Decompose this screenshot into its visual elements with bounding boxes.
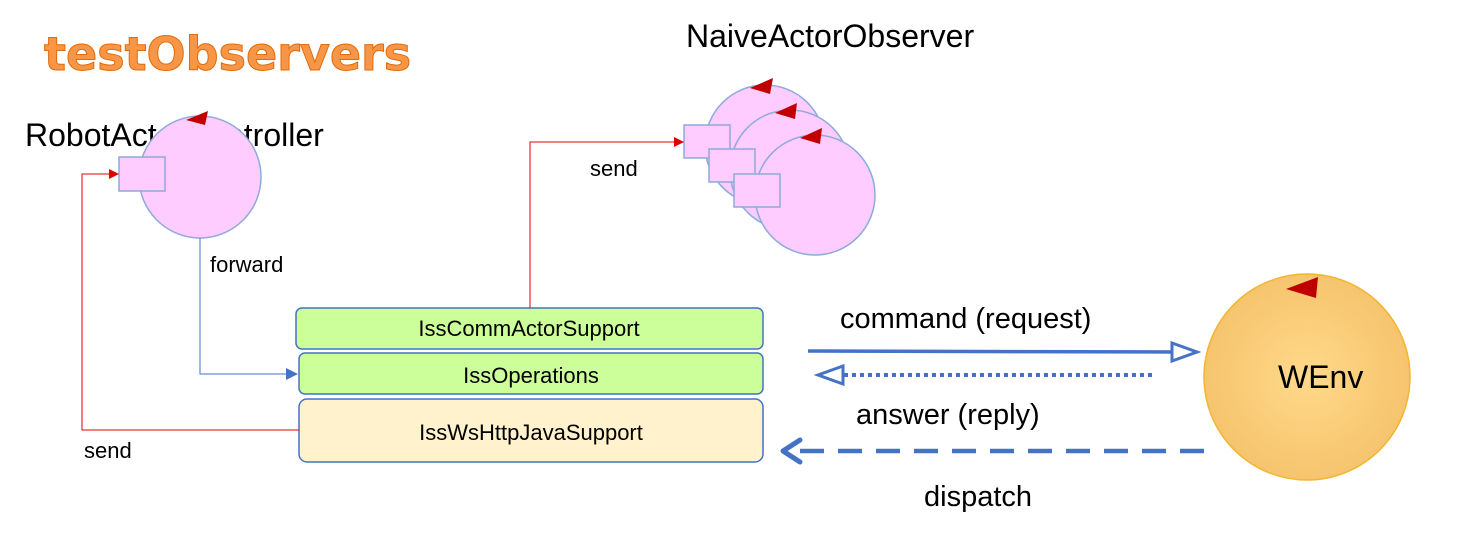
send-controller-wire bbox=[81, 169, 299, 431]
dispatch-label: dispatch bbox=[924, 481, 1032, 513]
send-controller-label: send bbox=[84, 438, 132, 463]
forward-wire bbox=[199, 238, 298, 380]
layer-iss-operations-label: IssOperations bbox=[463, 363, 599, 388]
wenv-actor bbox=[1203, 273, 1411, 481]
observer-actors bbox=[683, 78, 876, 256]
observer-token-icon bbox=[775, 103, 797, 119]
command-arrow bbox=[807, 349, 1177, 354]
controller-actor bbox=[118, 111, 262, 239]
command-label: command (request) bbox=[840, 303, 1091, 335]
layer-iss-comm-actor-support-label: IssCommActorSupport bbox=[418, 316, 639, 341]
observer-label: NaiveActorObserver bbox=[686, 18, 974, 54]
observer-port-box bbox=[733, 173, 781, 208]
command-arrowhead-icon bbox=[1170, 340, 1202, 364]
observer-token-icon bbox=[800, 128, 822, 144]
controller-port-box bbox=[118, 156, 166, 192]
dispatch-arrowhead-icon bbox=[780, 437, 803, 465]
layer-iss-operations bbox=[298, 352, 764, 395]
send-observer-label: send bbox=[590, 156, 638, 181]
answer-label: answer (reply) bbox=[856, 399, 1040, 431]
wenv-token-icon bbox=[1286, 277, 1318, 298]
forward-label: forward bbox=[210, 252, 283, 277]
layer-iss-ws-http-java-support-label: IssWsHttpJavaSupport bbox=[419, 420, 643, 445]
wenv-circle bbox=[1203, 273, 1411, 481]
send-observer-wire bbox=[529, 137, 684, 308]
wenv-label: WEnv bbox=[1278, 359, 1363, 395]
observer-token-icon bbox=[750, 78, 773, 94]
controller-token-icon bbox=[186, 111, 208, 125]
reply-arrowhead-icon bbox=[813, 363, 845, 387]
diagram-title: testObservers bbox=[44, 27, 411, 81]
